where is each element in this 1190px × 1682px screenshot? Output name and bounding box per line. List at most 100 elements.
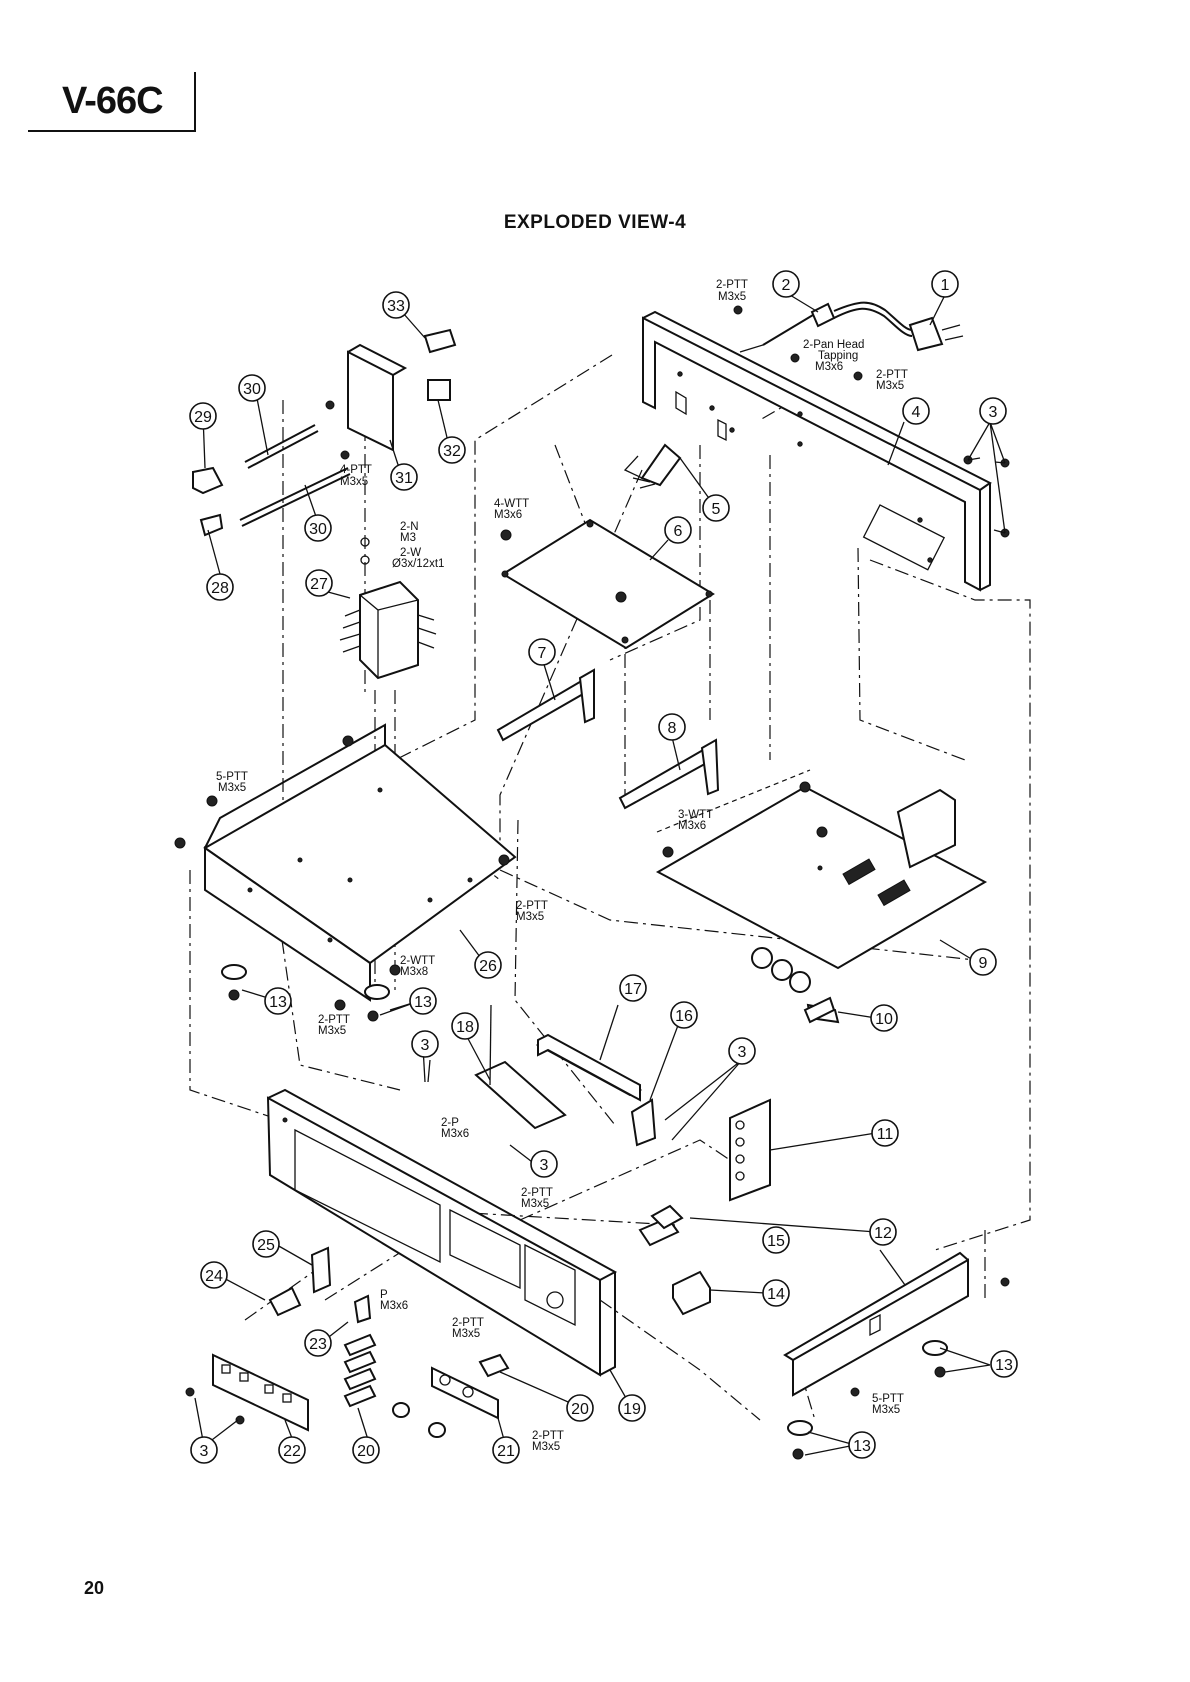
svg-text:M3x5: M3x5 [876,380,904,392]
svg-text:M3x5: M3x5 [318,1025,346,1037]
model-label: V-66C [62,80,164,122]
svg-text:1: 1 [941,277,950,294]
callout-11: 11 [871,1119,899,1147]
svg-text:2-W: 2-W [400,547,421,559]
callout-18: 18 [451,1012,479,1040]
svg-text:M3x6: M3x6 [815,361,843,373]
bottom-cover [783,1251,1010,1397]
callout-23: 23 [304,1329,332,1357]
callout-14: 14 [762,1279,790,1307]
svg-text:27: 27 [310,576,328,593]
svg-text:13: 13 [269,994,287,1011]
callout-8: 8 [658,713,686,741]
svg-text:13: 13 [995,1357,1013,1374]
svg-text:2-P: 2-P [441,1117,459,1129]
svg-text:19: 19 [623,1401,641,1418]
svg-text:3: 3 [540,1157,549,1174]
callout-3-b: 3 [411,1030,439,1058]
svg-text:26: 26 [479,958,497,975]
callout-32: 32 [438,436,466,464]
callout-29: 29 [189,402,217,430]
svg-text:23: 23 [309,1336,327,1353]
callout-3-e: 3 [190,1436,218,1464]
header-rule-vertical [194,72,196,132]
svg-text:2-PTT: 2-PTT [532,1430,564,1442]
callout-3-a: 3 [979,397,1007,425]
callout-10: 10 [870,1004,898,1032]
shafts [192,424,351,537]
svg-text:28: 28 [211,580,229,597]
callout-27: 27 [305,569,333,597]
callout-20-a: 20 [566,1394,594,1422]
svg-text:15: 15 [767,1233,785,1250]
svg-text:2-PTT: 2-PTT [876,369,908,381]
rear-screws [733,305,1010,538]
callout-4: 4 [902,397,930,425]
svg-text:3: 3 [421,1037,430,1054]
svg-text:P: P [380,1289,388,1301]
power-cord [739,301,964,353]
svg-text:M3: M3 [400,532,416,544]
callout-33: 33 [382,291,410,319]
callout-24: 24 [200,1261,228,1289]
svg-text:18: 18 [456,1019,474,1036]
callout-6: 6 [664,516,692,544]
svg-text:5-PTT: 5-PTT [216,771,248,783]
svg-text:M3x5: M3x5 [452,1328,480,1340]
svg-text:4-WTT: 4-WTT [494,498,529,510]
callout-13-b: 13 [264,987,292,1015]
callout-3-c: 3 [530,1150,558,1178]
svg-text:Ø3x/12xt1: Ø3x/12xt1 [392,558,444,570]
svg-text:2-PTT: 2-PTT [516,900,548,912]
callout-17: 17 [619,974,647,1002]
svg-text:24: 24 [205,1268,223,1285]
callout-7: 7 [528,638,556,666]
svg-text:M3x5: M3x5 [516,911,544,923]
callout-13-d: 13 [848,1431,876,1459]
svg-text:2-PTT: 2-PTT [716,279,748,291]
svg-text:30: 30 [243,381,261,398]
svg-text:2-PTT: 2-PTT [452,1317,484,1329]
svg-text:M3x5: M3x5 [521,1198,549,1210]
svg-text:9: 9 [979,955,988,972]
svg-text:M3x5: M3x5 [872,1404,900,1416]
callouts: 1 2 3 4 5 6 7 8 9 10 11 12 13 14 15 16 1… [189,270,1018,1464]
callout-22: 22 [278,1436,306,1464]
svg-text:5: 5 [712,501,721,518]
svg-text:M3x5: M3x5 [718,291,746,303]
callout-31: 31 [390,463,418,491]
svg-text:11: 11 [877,1126,894,1143]
svg-text:7: 7 [538,645,547,662]
callout-1: 1 [931,270,959,298]
svg-text:5-PTT: 5-PTT [872,1393,904,1405]
callout-5: 5 [702,494,730,522]
rear-panel [642,310,992,592]
svg-text:M3x6: M3x6 [678,820,706,832]
svg-text:2-WTT: 2-WTT [400,955,435,967]
bracket-10 [803,996,836,1024]
callout-21: 21 [492,1436,520,1464]
diagram-title: EXPLODED VIEW-4 [503,212,687,233]
callout-13-a: 13 [990,1350,1018,1378]
svg-text:M3x8: M3x8 [400,966,428,978]
svg-text:20: 20 [571,1401,589,1418]
callout-28: 28 [206,573,234,601]
svg-text:33: 33 [387,298,405,315]
switch-bracket [325,328,457,460]
svg-text:20: 20 [357,1443,375,1460]
chassis-base [174,723,517,1011]
callout-25: 25 [252,1230,280,1258]
